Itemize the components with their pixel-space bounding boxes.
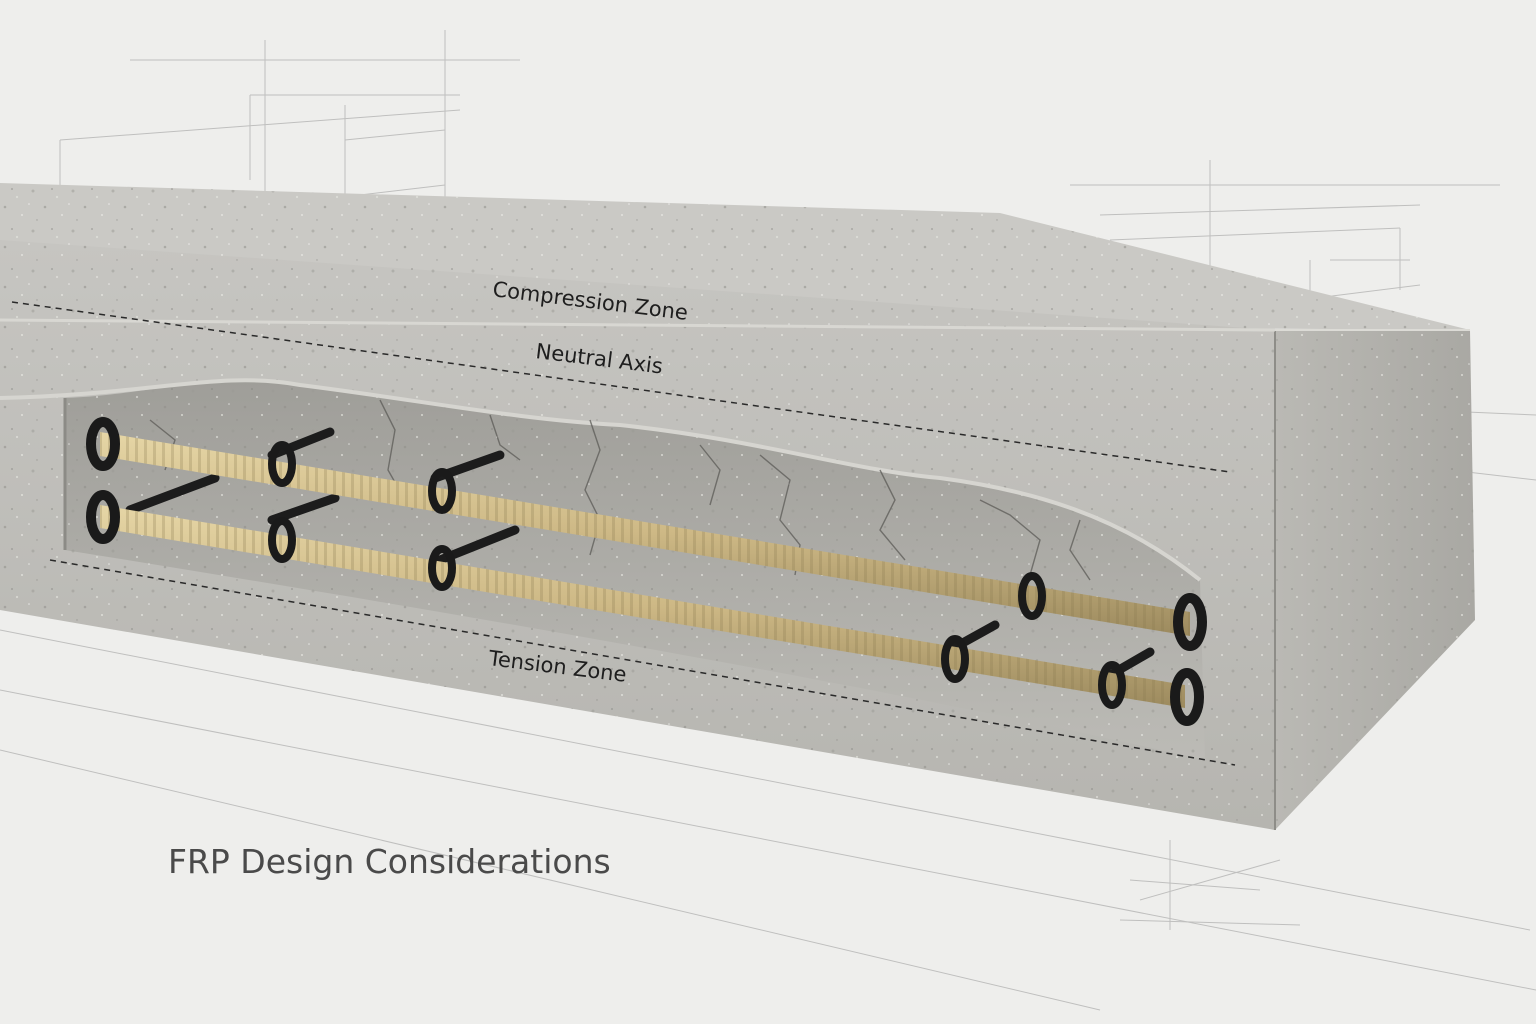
dashed-guide-lines: [11, 301, 1236, 766]
stirrup-rings: [268, 441, 1126, 709]
frp-bar-upper: [100, 432, 1190, 636]
bar-end-caps: [86, 417, 1207, 726]
diagram-caption: FRP Design Considerations: [168, 842, 611, 881]
frp-bar-lower: [100, 505, 1185, 708]
drafting-sketch-lines: [0, 30, 1536, 1011]
